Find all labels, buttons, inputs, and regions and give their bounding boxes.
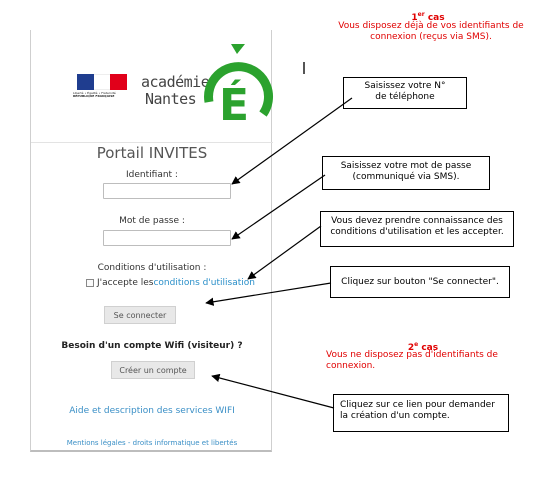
case2-ordinal: e bbox=[414, 341, 419, 348]
logo-word-academie: académie bbox=[141, 73, 210, 91]
portal-title: Portail INVITES bbox=[96, 144, 208, 162]
e-logo-icon: É bbox=[204, 44, 274, 131]
arrow-to-conditions bbox=[247, 225, 322, 280]
case2-number: 2 bbox=[407, 343, 415, 353]
logo-word-nantes: Nantes bbox=[145, 90, 197, 108]
flag-caption: Liberté • Égalité • Fraternité RÉPUBLIQU… bbox=[73, 92, 133, 102]
case2-text: Vous ne disposez pas d'identifiants de c… bbox=[326, 350, 498, 371]
scrollbar-fragment bbox=[303, 62, 305, 74]
conditions-label: Conditions d'utilisation : bbox=[97, 263, 207, 273]
case1-word: cas bbox=[424, 13, 445, 23]
legal-mentions-link[interactable]: Mentions légales - droits informatique e… bbox=[66, 439, 238, 447]
connect-button[interactable]: Se connecter bbox=[104, 306, 176, 324]
case1-text: Vous disposez déjà de vos identifiants d… bbox=[338, 21, 524, 42]
case1-number: 1 bbox=[411, 13, 418, 23]
flag-republique: RÉPUBLIQUE FRANÇAISE bbox=[73, 94, 115, 98]
identifiant-input[interactable] bbox=[103, 183, 231, 199]
flag-blue bbox=[77, 74, 94, 90]
accept-conditions-row: J'accepte les conditions d'utilisation bbox=[86, 278, 255, 288]
callout-connect: Cliquez sur bouton "Se connecter". bbox=[330, 266, 510, 298]
password-input[interactable] bbox=[103, 230, 231, 246]
e-letter: É bbox=[219, 78, 249, 131]
arrow-to-create bbox=[211, 373, 335, 409]
flag-motto: Liberté • Égalité • Fraternité bbox=[73, 91, 116, 95]
password-label: Mot de passe : bbox=[119, 216, 185, 226]
header-separator bbox=[31, 142, 273, 143]
case1-heading: 1er cas bbox=[318, 9, 537, 24]
identifiant-label: Identifiant : bbox=[126, 170, 178, 180]
callout-phone: Saisissez votre N° de téléphone bbox=[343, 77, 467, 109]
account-question: Besoin d'un compte Wifi (visiteur) ? bbox=[61, 341, 243, 351]
create-account-button[interactable]: Créer un compte bbox=[111, 361, 195, 379]
conditions-link[interactable]: conditions d'utilisation bbox=[153, 278, 255, 288]
arrow-to-password bbox=[231, 174, 326, 240]
arrow-to-connect bbox=[205, 282, 332, 306]
callout-create: Cliquez sur ce lien pour demander la cré… bbox=[333, 394, 509, 432]
arrow-to-identifiant bbox=[231, 97, 353, 185]
flag-red bbox=[110, 74, 128, 90]
callout-password: Saisissez votre mot de passe (communiqué… bbox=[322, 156, 490, 190]
help-wifi-link[interactable]: Aide et description des services WIFI bbox=[69, 406, 235, 416]
republique-flag bbox=[77, 74, 128, 90]
case2-heading: 2e cas bbox=[398, 339, 448, 354]
academie-logo: Liberté • Égalité • Fraternité RÉPUBLIQU… bbox=[31, 30, 274, 142]
callout-conditions: Vous devez prendre connaissance des cond… bbox=[320, 211, 514, 247]
case2-word: cas bbox=[418, 343, 439, 353]
case1-ordinal: er bbox=[417, 11, 425, 18]
accept-conditions-checkbox[interactable] bbox=[86, 279, 94, 287]
accept-prefix: J'accepte les bbox=[97, 278, 154, 288]
flag-white bbox=[93, 74, 111, 90]
